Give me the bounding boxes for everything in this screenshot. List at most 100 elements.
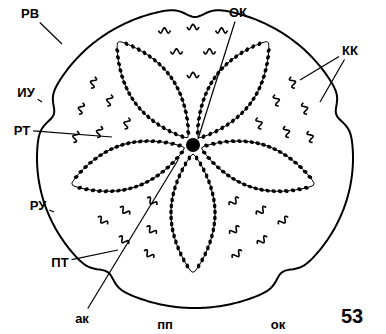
petals [72, 41, 314, 272]
pore [213, 222, 217, 227]
pore [133, 184, 139, 189]
plate [277, 215, 290, 226]
leader-line [38, 99, 42, 102]
pore [147, 53, 153, 59]
pore [155, 173, 161, 178]
pore [175, 180, 179, 185]
pore [160, 169, 166, 174]
pore [170, 222, 174, 227]
pore [171, 228, 175, 233]
pore [169, 75, 175, 81]
pore [207, 180, 211, 185]
pore [152, 57, 158, 63]
pore [209, 186, 213, 191]
pore [165, 70, 171, 76]
plate [89, 76, 98, 89]
plate [231, 249, 244, 260]
petal [198, 42, 269, 138]
petal [202, 141, 315, 191]
pore [179, 97, 185, 103]
pore [199, 103, 205, 109]
pore [206, 246, 210, 251]
pore [90, 188, 96, 193]
pore [257, 85, 263, 91]
pore [212, 228, 216, 233]
plate [283, 125, 292, 138]
pore [288, 156, 294, 161]
pore [174, 240, 178, 245]
pore [203, 252, 207, 257]
pore [241, 182, 247, 187]
plate [289, 76, 298, 89]
pore [155, 121, 161, 127]
plate [255, 205, 268, 216]
pore [77, 185, 83, 190]
pore [233, 53, 239, 59]
plate [142, 249, 155, 260]
part-label: РВ [21, 7, 39, 20]
pore [235, 114, 241, 120]
pore [277, 189, 283, 194]
pore [170, 141, 176, 146]
pore [115, 54, 121, 60]
pore [290, 188, 296, 193]
pore [231, 176, 237, 181]
pore [119, 74, 125, 80]
pore [251, 96, 257, 102]
pore [169, 216, 173, 221]
pore [271, 189, 277, 194]
leader-line [320, 60, 345, 103]
pore [250, 44, 256, 50]
pore [181, 103, 187, 109]
pore [172, 234, 176, 239]
pore [249, 140, 255, 145]
pore [178, 174, 182, 179]
pore [131, 140, 137, 145]
pore [277, 149, 283, 154]
pore [161, 66, 167, 72]
pore [172, 80, 178, 86]
pore [97, 189, 103, 194]
pore [293, 160, 299, 165]
pore [200, 258, 204, 263]
pore [157, 61, 163, 67]
pore [213, 216, 217, 221]
pore [199, 162, 203, 167]
pore [303, 185, 309, 190]
pore [259, 80, 265, 86]
pore [173, 186, 177, 191]
pore [186, 264, 190, 269]
plate [255, 117, 264, 130]
leader-line [33, 131, 112, 137]
test-outline [37, 10, 353, 308]
pore [219, 125, 225, 131]
plate [203, 49, 215, 54]
pore [185, 129, 191, 135]
pore [224, 61, 230, 67]
pore [203, 91, 209, 97]
leader-line [49, 210, 54, 212]
pore [179, 150, 185, 155]
pore [224, 139, 230, 144]
pore [263, 67, 269, 73]
pore [307, 175, 313, 180]
pore [237, 139, 243, 144]
pore [201, 134, 207, 140]
leader-line [88, 160, 178, 309]
pore [284, 189, 290, 194]
pore [180, 134, 186, 140]
pore [145, 114, 151, 120]
plate [228, 225, 241, 236]
pore [253, 186, 259, 191]
plate [71, 130, 80, 143]
pore [103, 189, 109, 194]
pore [184, 162, 188, 167]
pore [298, 165, 304, 170]
part-label: РТ [14, 124, 30, 137]
pore [197, 109, 203, 115]
pore [93, 156, 99, 161]
plate [187, 24, 199, 29]
pore [215, 165, 221, 170]
